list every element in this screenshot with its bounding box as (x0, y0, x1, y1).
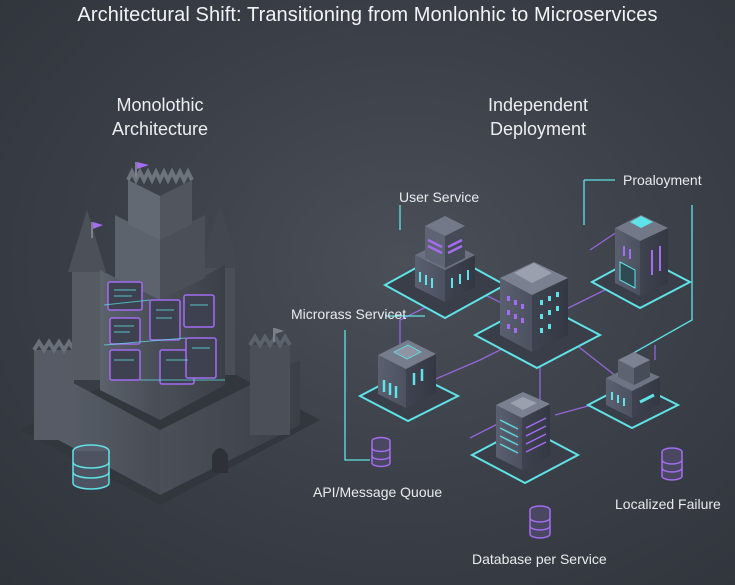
label-leader-lines (344, 179, 693, 461)
database-per-service-label: Database per Service (472, 551, 607, 567)
localized-failure-label: Localized Failure (615, 496, 721, 512)
server-rack-building-icon (469, 392, 581, 485)
user-service-building-icon (382, 216, 508, 320)
user-service-label: User Service (399, 189, 480, 205)
monolithic-heading-line1: Monolothic (116, 95, 204, 115)
deployment-heading: Independent Deployment (448, 93, 628, 141)
deployment-heading-line2: Deployment (489, 119, 587, 139)
service-database-icon (529, 505, 551, 539)
deployment-heading-line1: Independent (487, 95, 589, 115)
monolithic-heading: Monolothic Architecture (70, 93, 250, 141)
central-service-tower-icon (472, 262, 603, 370)
monolith-database-icon (72, 444, 110, 490)
message-queue-label: API/Message Quoue (313, 484, 443, 500)
deployment-building-icon (589, 215, 693, 310)
queue-database-icon (371, 436, 391, 468)
microservice-label: Microrass Servicet (291, 306, 407, 322)
microservice-building-icon (357, 340, 461, 423)
deployment-label: Proaloyment (623, 172, 702, 188)
monolithic-heading-line2: Architecture (111, 119, 209, 139)
localized-failure-building-icon (585, 352, 681, 430)
page-title: Architectural Shift: Transitioning from … (77, 4, 658, 26)
castle-monolith-icon (20, 162, 320, 505)
failure-database-icon (661, 447, 683, 481)
